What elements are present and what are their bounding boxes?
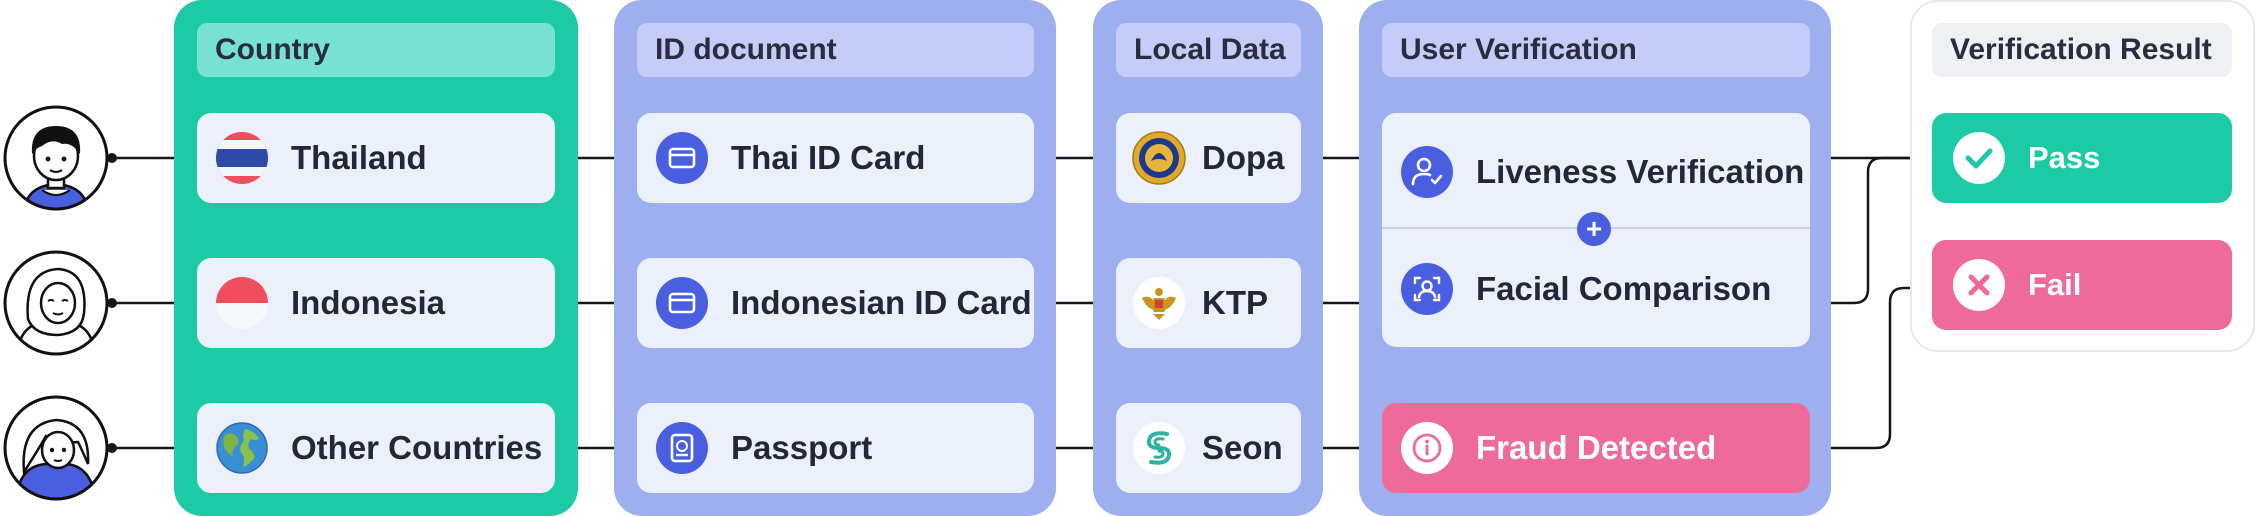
id-thai-card-label: Thai ID Card [731, 139, 926, 176]
dopa-seal-icon [1132, 131, 1186, 185]
country-thailand-label: Thailand [291, 139, 427, 176]
user-avatar-hijab-woman-icon [2, 249, 110, 357]
fraud-detected-label: Fraud Detected [1476, 429, 1717, 466]
facial-comparison-label: Facial Comparison [1476, 269, 1772, 307]
user-avatar-man-icon [2, 104, 110, 212]
local-ktp-label: KTP [1202, 284, 1268, 321]
globe-icon [215, 421, 269, 475]
result-fail-node: Fail [1932, 240, 2232, 330]
local-dopa-label: Dopa [1202, 139, 1285, 176]
check-circle-icon [1952, 131, 2006, 185]
liveness-verification-node: Liveness Verification [1382, 113, 1810, 230]
passport-icon [655, 421, 709, 475]
id-document-column-header: ID document [637, 23, 1034, 77]
fraud-detected-node: Fraud Detected [1382, 403, 1810, 493]
country-other-node: Other Countries [197, 403, 555, 493]
local-data-column-header: Local Data [1116, 23, 1301, 77]
result-pass-node: Pass [1932, 113, 2232, 203]
user-verification-column-header: User Verification [1382, 23, 1810, 77]
face-scan-icon [1400, 262, 1454, 316]
result-fail-label: Fail [2028, 267, 2082, 302]
local-seon-node: Seon [1116, 403, 1301, 493]
liveness-verification-label: Liveness Verification [1476, 152, 1805, 190]
id-passport-label: Passport [731, 429, 873, 466]
combine-plus-icon: + [1577, 212, 1611, 246]
id-thai-card-node: Thai ID Card [637, 113, 1034, 203]
biometric-verification-group: Liveness Verification + Facial Compariso… [1382, 113, 1810, 347]
thailand-flag-icon [215, 131, 269, 185]
verification-result-column-header: Verification Result [1932, 23, 2232, 77]
id-indonesian-card-label: Indonesian ID Card [731, 284, 1032, 321]
alert-circle-icon [1400, 421, 1454, 475]
indonesia-flag-icon [215, 276, 269, 330]
garuda-emblem-icon [1132, 276, 1186, 330]
country-thailand-node: Thailand [197, 113, 555, 203]
user-avatar-girl-icon [2, 394, 110, 502]
id-card-icon [655, 131, 709, 185]
id-card-icon [655, 276, 709, 330]
country-indonesia-label: Indonesia [291, 284, 446, 321]
country-indonesia-node: Indonesia [197, 258, 555, 348]
user-check-icon [1400, 145, 1454, 199]
country-column-header: Country [197, 23, 555, 77]
result-pass-label: Pass [2028, 140, 2101, 175]
local-dopa-node: Dopa [1116, 113, 1301, 203]
id-indonesian-card-node: Indonesian ID Card [637, 258, 1034, 348]
local-seon-label: Seon [1202, 429, 1283, 466]
id-passport-node: Passport [637, 403, 1034, 493]
connector-fraud-fail [1810, 286, 1932, 450]
connector-facial-pass [1810, 156, 1932, 305]
x-circle-icon [1952, 258, 2006, 312]
seon-logo-icon [1132, 421, 1186, 475]
country-other-label: Other Countries [291, 429, 543, 466]
facial-comparison-node: Facial Comparison [1382, 230, 1810, 347]
local-ktp-node: KTP [1116, 258, 1301, 348]
